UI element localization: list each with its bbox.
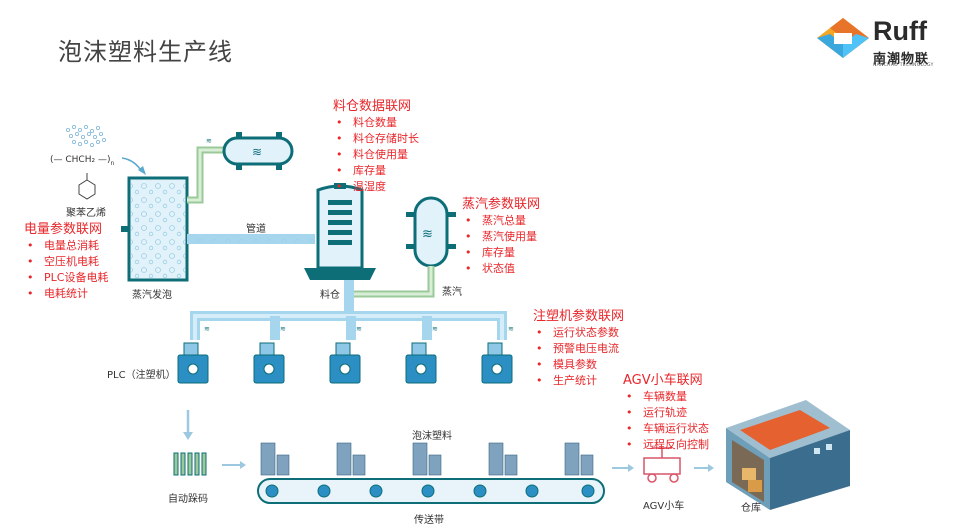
injection-machine-icon bbox=[481, 342, 513, 384]
stacking-label: 自动跺码 bbox=[168, 494, 208, 505]
injection-param-item: 生产统计 bbox=[533, 373, 624, 389]
injection-param-item: 预警电压电流 bbox=[533, 341, 624, 357]
warehouse-label: 仓库 bbox=[741, 503, 761, 514]
power-params-title: 电量参数联网 bbox=[24, 222, 103, 237]
agv-params-title: AGV小车联网 bbox=[623, 373, 703, 388]
benzene-ring-icon bbox=[78, 179, 96, 200]
page-title: 泡沫塑料生产线 bbox=[58, 38, 233, 66]
svg-text:≋: ≋ bbox=[432, 325, 438, 333]
stacking-icon bbox=[173, 452, 207, 476]
silo-param-item: 温湿度 bbox=[333, 179, 419, 195]
silo-params-group: 料仓数据联网 料仓数量 料仓存储时长 料仓使用量 库存量 温湿度 bbox=[333, 98, 419, 195]
injection-params-group: 注塑机参数联网 运行状态参数 预警电压电流 模具参数 生产统计 bbox=[533, 308, 624, 389]
power-param-item: PLC设备电耗 bbox=[24, 270, 108, 286]
polystyrene-formula: (— CHCH₂ —)n bbox=[50, 155, 115, 167]
logo-en: NANCHAO TECHNOLOGY bbox=[873, 63, 934, 68]
polystyrene-granules-icon bbox=[66, 125, 107, 147]
steam-param-item: 状态值 bbox=[462, 261, 540, 277]
agv-param-item: 运行轨迹 bbox=[623, 405, 709, 421]
steam-foaming-tank bbox=[121, 176, 189, 282]
agv-param-item: 车辆运行状态 bbox=[623, 421, 709, 437]
injection-param-item: 运行状态参数 bbox=[533, 325, 624, 341]
agv-label: AGV小车 bbox=[643, 501, 685, 512]
silo-param-item: 料仓存储时长 bbox=[333, 131, 419, 147]
polystyrene-label: 聚苯乙烯 bbox=[66, 208, 106, 219]
steam-foaming-label: 蒸汽发泡 bbox=[132, 290, 172, 301]
agv-param-item: 远程反向控制 bbox=[623, 437, 709, 453]
logo-name: Ruff bbox=[873, 16, 927, 46]
silo-param-item: 料仓数量 bbox=[333, 115, 419, 131]
ruff-logo-icon bbox=[817, 18, 869, 58]
conveyor-belt-icon bbox=[257, 478, 605, 504]
svg-text:≋: ≋ bbox=[252, 145, 262, 159]
silo-label: 料仓 bbox=[320, 290, 340, 301]
silo-icon bbox=[304, 183, 376, 280]
injection-params-title: 注塑机参数联网 bbox=[533, 309, 625, 324]
svg-text:≋: ≋ bbox=[356, 325, 362, 333]
agv-param-item: 车辆数量 bbox=[623, 389, 709, 405]
svg-text:≋: ≋ bbox=[280, 325, 286, 333]
steam-label: 蒸汽 bbox=[442, 287, 462, 298]
injection-machine-icon bbox=[405, 342, 437, 384]
steam-params-title: 蒸汽参数联网 bbox=[462, 197, 541, 212]
injection-param-item: 模具参数 bbox=[533, 357, 624, 373]
svg-text:≋: ≋ bbox=[204, 325, 210, 333]
foam-label: 泡沫塑料 bbox=[412, 431, 452, 442]
logo-cn: 南潮物联 bbox=[873, 52, 930, 67]
injection-machines bbox=[177, 342, 513, 384]
steam-tank-icon: ≋ bbox=[406, 196, 456, 268]
steam-params-group: 蒸汽参数联网 蒸汽总量 蒸汽使用量 库存量 状态值 bbox=[462, 196, 540, 277]
svg-text:≋: ≋ bbox=[422, 227, 433, 242]
injection-machine-icon bbox=[253, 342, 285, 384]
silo-params-title: 料仓数据联网 bbox=[333, 99, 412, 114]
pipe-label: 管道 bbox=[246, 224, 266, 235]
steam-pipe-top bbox=[187, 146, 224, 204]
steam-param-item: 蒸汽使用量 bbox=[462, 229, 540, 245]
injection-machine-icon bbox=[329, 342, 361, 384]
svg-text:≋: ≋ bbox=[508, 325, 514, 333]
foam-blocks bbox=[260, 442, 594, 476]
warehouse-icon bbox=[726, 400, 850, 510]
power-param-item: 电耗统计 bbox=[24, 286, 108, 302]
steam-param-item: 库存量 bbox=[462, 245, 540, 261]
power-param-item: 电量总消耗 bbox=[24, 238, 108, 254]
agv-params-group: AGV小车联网 车辆数量 运行轨迹 车辆运行状态 远程反向控制 bbox=[623, 372, 709, 453]
plc-label: PLC（注塑机） bbox=[107, 370, 176, 381]
steam-drum-icon: ≋ bbox=[222, 132, 294, 170]
agv-car-icon bbox=[643, 447, 681, 483]
conveyor-label: 传送带 bbox=[414, 515, 444, 526]
power-param-item: 空压机电耗 bbox=[24, 254, 108, 270]
steam-param-item: 蒸汽总量 bbox=[462, 213, 540, 229]
svg-text:≋: ≋ bbox=[206, 137, 212, 145]
silo-param-item: 料仓使用量 bbox=[333, 147, 419, 163]
power-params-group: 电量参数联网 电量总消耗 空压机电耗 PLC设备电耗 电耗统计 bbox=[24, 221, 108, 302]
silo-param-item: 库存量 bbox=[333, 163, 419, 179]
injection-machine-icon bbox=[177, 342, 209, 384]
